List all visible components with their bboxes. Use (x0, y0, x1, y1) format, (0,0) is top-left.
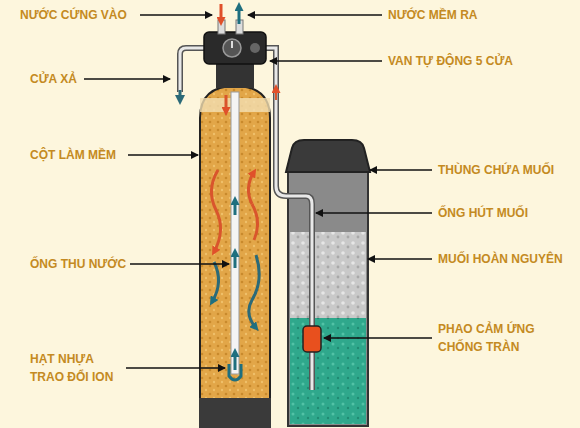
callout-label: CỘT LÀM MỀM (30, 146, 116, 164)
callout-label: NƯỚC MỀM RA (388, 6, 478, 24)
callout-label: VAN TỰ ĐỘNG 5 CỬA (388, 52, 513, 70)
callout-label: HẠT NHỰA TRAO ĐỔI ION (30, 350, 122, 386)
callout-label: PHAO CẢM ỨNG CHỐNG TRÀN (438, 320, 548, 356)
callout-label: THÙNG CHỨA MUỐI (438, 161, 554, 179)
callout-label: CỬA XẢ (30, 70, 77, 88)
callout-label: NƯỚC CỨNG VÀO (20, 6, 127, 24)
callout-label: ỐNG THU NƯỚC (30, 255, 126, 273)
leader-lines (84, 15, 432, 368)
callout-label: MUỐI HOÀN NGUYÊN (438, 250, 563, 268)
callout-label: ỐNG HÚT MUỐI (438, 204, 528, 222)
